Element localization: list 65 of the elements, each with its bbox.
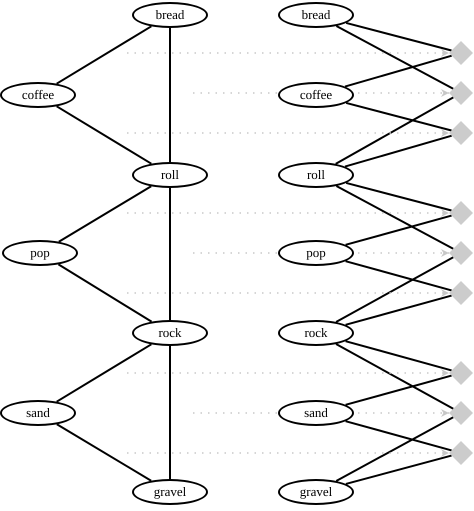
diamond-node xyxy=(449,41,473,65)
diamond-node xyxy=(449,241,473,265)
node-label: rock xyxy=(304,325,328,341)
diamond-node xyxy=(449,201,473,225)
connector-line xyxy=(169,188,171,320)
dotted-arrow xyxy=(127,369,449,377)
ellipse-node xyxy=(278,162,354,188)
node-label: sand xyxy=(26,405,50,421)
ellipse-node xyxy=(278,82,354,108)
connector-line xyxy=(336,185,454,250)
node-label: coffee xyxy=(300,87,332,103)
connector-line xyxy=(346,102,452,132)
connector-line xyxy=(345,374,452,406)
node-label: coffee xyxy=(22,87,54,103)
node-label: pop xyxy=(306,245,326,261)
connector-line xyxy=(336,25,454,90)
connector-line xyxy=(169,28,171,162)
ellipse-node xyxy=(278,2,354,28)
dotted-arrow xyxy=(127,49,449,57)
diamond-node xyxy=(449,281,473,305)
node-label: bread xyxy=(156,7,184,23)
connector-line xyxy=(345,260,452,292)
ellipse-node xyxy=(278,320,354,346)
connector-line xyxy=(169,346,171,479)
connector-line xyxy=(56,105,152,165)
dotted-arrow xyxy=(127,129,449,137)
connector-line xyxy=(346,182,452,212)
connector-line xyxy=(345,214,452,246)
connector-line xyxy=(56,423,152,482)
connector-line xyxy=(58,185,152,243)
diamond-node xyxy=(449,361,473,385)
connector-line xyxy=(335,96,454,165)
node-label: bread xyxy=(302,7,330,23)
connector-line xyxy=(345,294,452,326)
ellipse-node xyxy=(0,400,76,426)
node-label: gravel xyxy=(154,484,186,500)
diamond-node xyxy=(449,441,473,465)
connector-line xyxy=(58,264,152,322)
connector-line xyxy=(56,25,152,85)
node-label: gravel xyxy=(300,484,332,500)
dotted-arrow xyxy=(127,289,449,297)
dotted-arrow xyxy=(127,449,449,457)
connector-line xyxy=(345,420,452,452)
diamond-node xyxy=(449,401,473,425)
node-label: sand xyxy=(304,405,328,421)
connector-line xyxy=(344,54,452,88)
connector-line xyxy=(346,22,452,52)
connector-line xyxy=(344,134,452,168)
connector-line xyxy=(336,343,454,410)
node-label: roll xyxy=(306,167,326,183)
connector-line xyxy=(346,454,452,485)
ellipse-node xyxy=(278,240,354,266)
ellipse-node xyxy=(278,479,354,505)
connector-line xyxy=(345,340,452,372)
connector-line xyxy=(56,343,152,403)
diamond-node xyxy=(449,81,473,105)
connector-line xyxy=(336,256,454,323)
node-label: roll xyxy=(160,167,180,183)
diamond-node xyxy=(449,121,473,145)
ellipse-node xyxy=(0,82,76,108)
ellipse-node xyxy=(278,400,354,426)
node-label: pop xyxy=(30,245,50,261)
connector-line xyxy=(336,416,454,482)
dotted-arrow xyxy=(127,209,449,217)
node-label: rock xyxy=(158,325,182,341)
